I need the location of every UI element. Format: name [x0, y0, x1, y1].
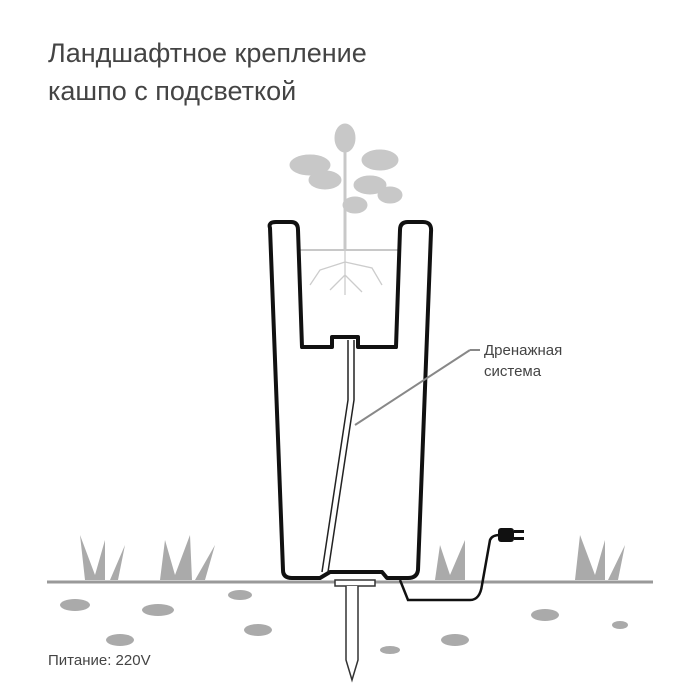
roots-icon	[309, 250, 383, 295]
drainage-label-line-1: Дренажная	[484, 342, 563, 359]
plug-icon	[498, 528, 524, 542]
diagram-title: Ландшафтное крепление кашпо с подсветкой	[48, 34, 367, 110]
callout-line	[354, 349, 471, 426]
drainage-label-line-2: система	[484, 363, 542, 380]
power-spec: Питание: 220V	[48, 652, 151, 669]
power-cable	[398, 533, 501, 602]
stake-icon	[334, 579, 376, 683]
title-line-1: Ландшафтное крепление	[48, 38, 367, 68]
stones	[60, 590, 628, 654]
title-line-2: кашпо с подсветкой	[48, 76, 297, 106]
pot-outline	[267, 220, 434, 580]
drain-tube	[321, 340, 355, 573]
drainage-label: Дренажная система	[484, 340, 562, 382]
grass-icons	[80, 535, 625, 580]
plant-icon	[289, 123, 403, 250]
